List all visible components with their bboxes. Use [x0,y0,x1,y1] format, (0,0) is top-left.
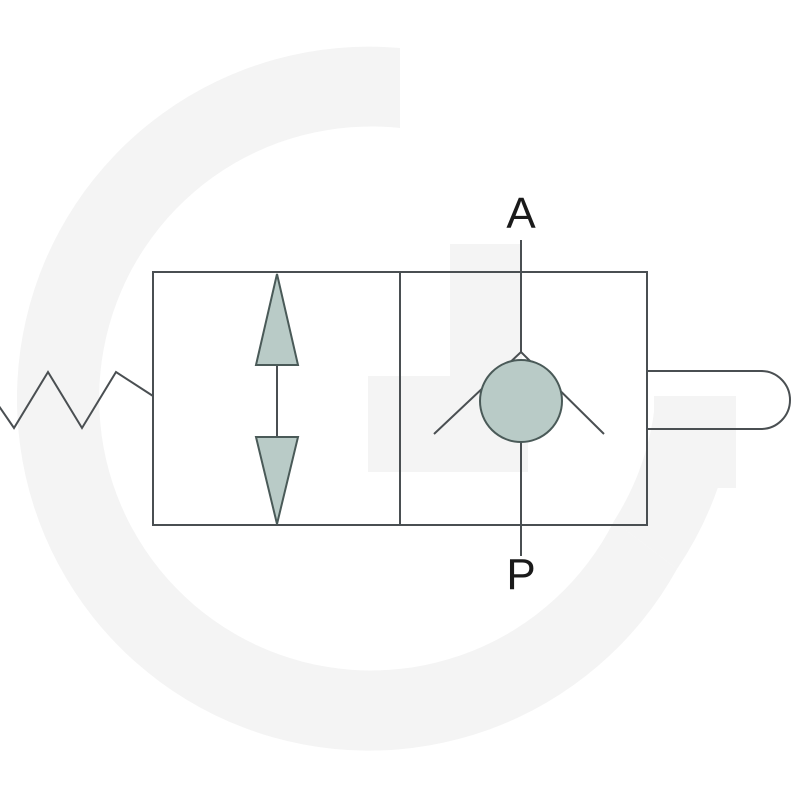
arrow-up-icon [254,273,300,366]
valve-envelope [152,271,648,526]
flow-arrow-group [254,273,300,525]
port-label-a: A [506,189,536,238]
manual-push-actuator [647,370,791,430]
arrow-down-icon [254,436,300,525]
actuator-rounded-rect-icon [647,370,791,430]
watermark-upright-icon [654,396,736,488]
spring-zigzag-icon [0,370,154,430]
port-label-p: P [506,550,535,599]
valve-seat-v-icon [433,350,605,435]
ball-poppet-icon [479,359,563,443]
watermark-g-logo [16,46,736,751]
watermark-ring-icon [16,46,678,751]
spring-return-actuator [0,370,154,430]
watermark-stem-icon [450,244,522,378]
ball-check-valve-group [433,240,605,556]
